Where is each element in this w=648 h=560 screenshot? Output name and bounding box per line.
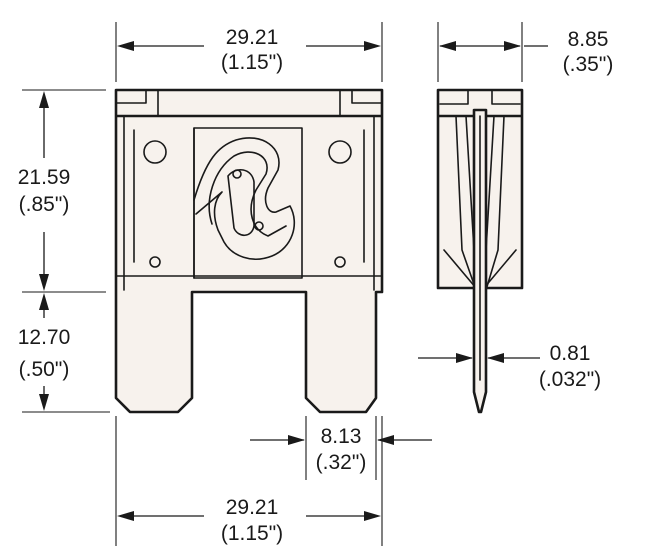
dim-blade-width-mm: 8.13 [321, 425, 362, 448]
dim-side-width: 8.85 (.35") [437, 22, 614, 82]
dim-blade-thickness-mm: 0.81 [550, 342, 591, 365]
dim-bottom-width-inch: (1.15") [221, 522, 283, 545]
dim-body-height: 21.59 (.85") [18, 89, 106, 293]
dim-bottom-width-mm: 29.21 [226, 496, 279, 519]
rivet-hole [143, 140, 167, 164]
pin-hole [334, 256, 346, 268]
dim-blade-thickness-inch: (.032") [539, 368, 601, 391]
dim-side-width-inch: (.35") [563, 53, 614, 76]
dim-top-width-inch: (1.15") [221, 51, 283, 74]
dim-bottom-width: 29.21 (1.15") [115, 416, 383, 546]
dim-blade-length-inch: (.50") [19, 358, 70, 381]
dim-body-height-mm: 21.59 [18, 166, 71, 189]
pin-hole [254, 221, 264, 231]
rivet-hole [328, 140, 352, 164]
fuse-outline [114, 88, 384, 414]
dim-blade-width-inch: (.32") [316, 451, 367, 474]
dim-blade-length: 12.70 (.50") [18, 293, 110, 413]
dim-top-width: 29.21 (1.15") [115, 22, 383, 82]
dim-blade-thickness: 0.81 (.032") [418, 342, 601, 391]
dim-body-height-inch: (.85") [19, 193, 70, 216]
dim-side-width-mm: 8.85 [568, 28, 609, 51]
dim-blade-length-mm: 12.70 [18, 326, 71, 349]
fuse-element-s [193, 137, 296, 260]
pin-hole [149, 256, 161, 268]
pin-hole [232, 169, 242, 179]
side-view [436, 88, 524, 414]
dim-blade-width: 8.13 (.32") [250, 416, 432, 480]
front-view [114, 88, 384, 414]
dim-top-width-mm: 29.21 [226, 26, 279, 49]
